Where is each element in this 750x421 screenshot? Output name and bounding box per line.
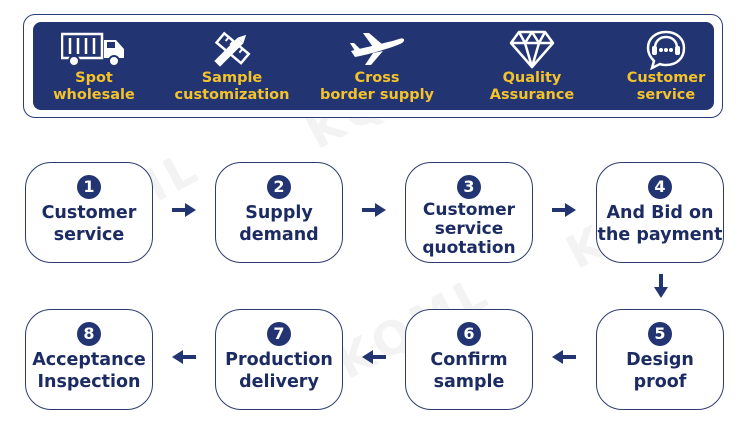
arrow-left-icon	[362, 350, 386, 364]
step-number-badge: 7	[267, 322, 291, 346]
step-label: Production delivery	[225, 350, 333, 392]
step-3: 3 Customer service quotation	[405, 162, 533, 263]
feature-banner: Spot wholesale Sample customization	[33, 22, 714, 110]
step-label: Acceptance Inspection	[32, 350, 146, 392]
step-7: 7 Production delivery	[215, 309, 343, 410]
step-label: Design proof	[626, 350, 694, 392]
feature-cross-border-supply: Cross border supply	[317, 22, 437, 110]
feature-label: Cross border supply	[319, 70, 435, 103]
step-number-badge: 5	[648, 322, 672, 346]
step-1: 1 Customer service	[25, 162, 153, 263]
arrow-left-icon	[552, 350, 576, 364]
arrow-down-icon	[654, 274, 668, 298]
feature-label: Customer service	[626, 70, 706, 103]
arrow-right-icon	[172, 203, 196, 217]
arrow-right-icon	[362, 203, 386, 217]
arrow-left-icon	[172, 350, 196, 364]
feature-quality-assurance: Quality Assurance	[480, 22, 584, 110]
step-4: 4 And Bid on the payment	[596, 162, 724, 263]
feature-label: Spot wholesale	[53, 70, 135, 103]
diamond-icon	[509, 28, 555, 70]
step-number-badge: 1	[77, 175, 101, 199]
airplane-icon	[347, 28, 407, 70]
step-label: Customer service quotation	[422, 200, 516, 258]
step-label: Confirm sample	[430, 350, 508, 392]
step-label: Customer service	[41, 203, 137, 245]
headset-chat-icon	[644, 28, 688, 70]
feature-customer-service: Customer service	[619, 22, 713, 110]
step-label: And Bid on the payment	[597, 203, 723, 245]
step-number-badge: 3	[457, 175, 481, 199]
step-number-badge: 4	[648, 175, 672, 199]
step-number-badge: 2	[267, 175, 291, 199]
arrow-right-icon	[552, 203, 576, 217]
step-label: Supply demand	[239, 203, 319, 245]
feature-label: Quality Assurance	[489, 70, 575, 103]
step-number-badge: 6	[457, 322, 481, 346]
step-number-badge: 8	[77, 322, 101, 346]
step-6: 6 Confirm sample	[405, 309, 533, 410]
step-5: 5 Design proof	[596, 309, 724, 410]
step-8: 8 Acceptance Inspection	[25, 309, 153, 410]
truck-icon	[61, 28, 127, 70]
pencil-ruler-icon	[208, 28, 256, 70]
step-2: 2 Supply demand	[215, 162, 343, 263]
feature-sample-customization: Sample customization	[172, 22, 292, 110]
feature-label: Sample customization	[174, 70, 290, 103]
feature-spot-wholesale: Spot wholesale	[51, 22, 137, 110]
